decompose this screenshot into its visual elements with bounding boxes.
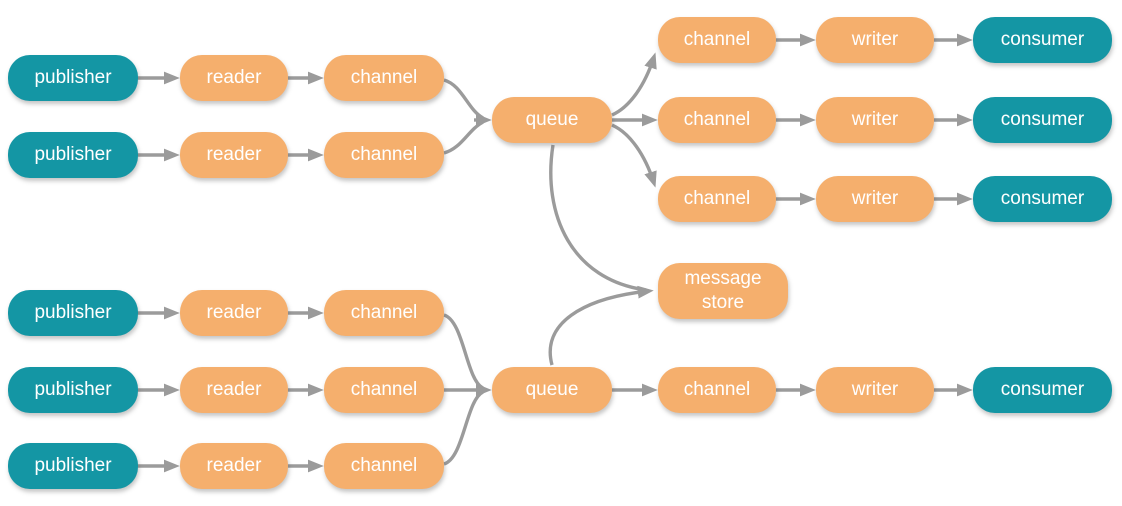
node-reader-2: reader <box>180 132 288 178</box>
node-reader-1: reader <box>180 55 288 101</box>
edge-channel1-queuetop <box>443 78 484 120</box>
node-channel-r3: channel <box>658 176 776 222</box>
edge-queuebottom-messagestore <box>548 285 654 366</box>
node-reader-4: reader <box>180 367 288 413</box>
node-channel-3: channel <box>324 290 444 336</box>
node-writer-b: writer <box>816 367 934 413</box>
node-publisher-2: publisher <box>8 132 138 178</box>
edge-queuetop-channelr3 <box>611 123 657 188</box>
node-writer-r1: writer <box>816 17 934 63</box>
edge-queuetop-messagestore <box>549 144 647 292</box>
node-consumer-r1: consumer <box>973 17 1112 63</box>
node-queue-bottom: queue <box>492 367 612 413</box>
node-publisher-4: publisher <box>8 367 138 413</box>
node-channel-r2: channel <box>658 97 776 143</box>
node-writer-r3: writer <box>816 176 934 222</box>
node-channel-2: channel <box>324 132 444 178</box>
node-publisher-3: publisher <box>8 290 138 336</box>
edge-channel5-queuebottom <box>443 390 485 466</box>
node-channel-r1: channel <box>658 17 776 63</box>
node-publisher-1: publisher <box>8 55 138 101</box>
node-channel-5: channel <box>324 443 444 489</box>
node-reader-5: reader <box>180 443 288 489</box>
node-channel-1: channel <box>324 55 444 101</box>
node-consumer-b: consumer <box>973 367 1112 413</box>
node-reader-3: reader <box>180 290 288 336</box>
node-publisher-5: publisher <box>8 443 138 489</box>
node-consumer-r3: consumer <box>973 176 1112 222</box>
node-queue-top: queue <box>492 97 612 143</box>
edge-queuetop-channelr1 <box>611 52 657 117</box>
node-channel-b: channel <box>658 367 776 413</box>
edge-channel2-queuetop <box>443 120 484 155</box>
node-message-store: message store <box>658 263 788 319</box>
node-consumer-r2: consumer <box>973 97 1112 143</box>
node-writer-r2: writer <box>816 97 934 143</box>
node-channel-4: channel <box>324 367 444 413</box>
edge-channel3-queuebottom <box>443 313 485 390</box>
